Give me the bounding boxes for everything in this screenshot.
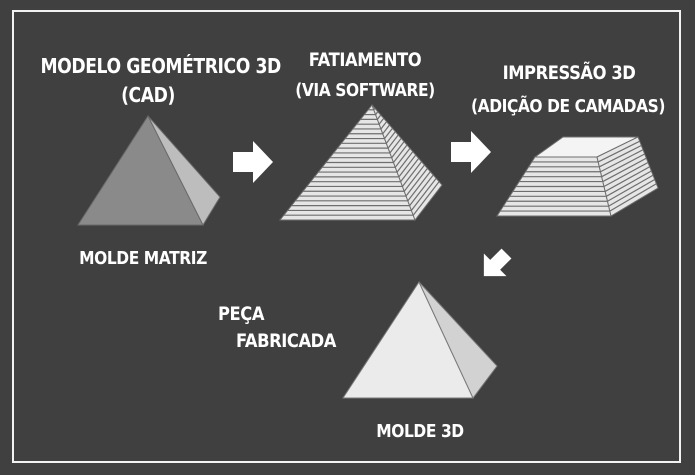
diagram-frame [12, 10, 681, 463]
result-title-line1: PEÇA [218, 303, 265, 325]
print-layer-line [597, 140, 640, 163]
right-arrow-icon [451, 131, 491, 173]
print-layer-line [608, 178, 655, 207]
slice-layer-line [403, 164, 425, 192]
slice-layer-line [375, 111, 379, 115]
print-layer-line [601, 153, 645, 178]
slice-layer-line [393, 144, 408, 163]
print-layer-line [603, 161, 649, 188]
slice-layer-line [396, 151, 414, 173]
printing-title-line2: (ADIÇÃO DE CAMADAS) [471, 96, 665, 117]
printed-frustum [496, 136, 659, 217]
print-layer-line [604, 166, 650, 192]
print-layer-line [602, 157, 647, 183]
slice-layer-line [384, 127, 393, 139]
slice-layer-line [378, 117, 385, 125]
cad-caption: MOLDE MATRIZ [79, 248, 207, 269]
down-left-arrow-icon [483, 248, 512, 277]
cad-pyramid [77, 114, 221, 227]
result-title-line2: FABRICADA [236, 330, 337, 352]
printing-title-line1: IMPRESSÃO 3D [502, 62, 636, 84]
slice-layer-line [410, 177, 437, 211]
slice-layer-line [400, 157, 420, 183]
slice-layer-line [394, 147, 411, 168]
sliced-pyramid [278, 103, 443, 222]
print-layer-line [609, 183, 657, 212]
slice-layer-line [407, 171, 431, 202]
slice-layer-line [398, 154, 417, 178]
slicing-title-line2: (VIA SOFTWARE) [295, 80, 435, 101]
print-layer-line [600, 149, 644, 173]
slice-layer-line [387, 134, 399, 149]
slice-layer-line [409, 174, 434, 206]
slice-layer-line [412, 181, 440, 216]
final-pyramid [342, 280, 498, 399]
cad-title-line2: (CAD) [121, 83, 175, 107]
slice-layer-line [405, 167, 428, 197]
print-layer-line [607, 174, 654, 202]
cad-title-line1: MODELO GEOMÉTRICO 3D [40, 54, 282, 78]
slice-layer-line [380, 121, 388, 130]
slice-layer-line [376, 114, 382, 120]
print-layer-line [606, 170, 652, 197]
slicing-title-line1: FATIAMENTO [308, 49, 422, 71]
print-layer-line [599, 144, 642, 168]
right-arrow-icon [233, 141, 273, 183]
slice-layer-line [382, 124, 390, 135]
slice-layer-line [385, 131, 396, 144]
slice-layer-line [389, 137, 402, 154]
slice-layer-line [391, 141, 405, 159]
result-caption: MOLDE 3D [376, 421, 464, 442]
slice-layer-line [401, 161, 423, 187]
final-pyramid-side [418, 281, 498, 399]
slice-layer-line [373, 107, 376, 111]
cad-pyramid-side [147, 115, 221, 227]
